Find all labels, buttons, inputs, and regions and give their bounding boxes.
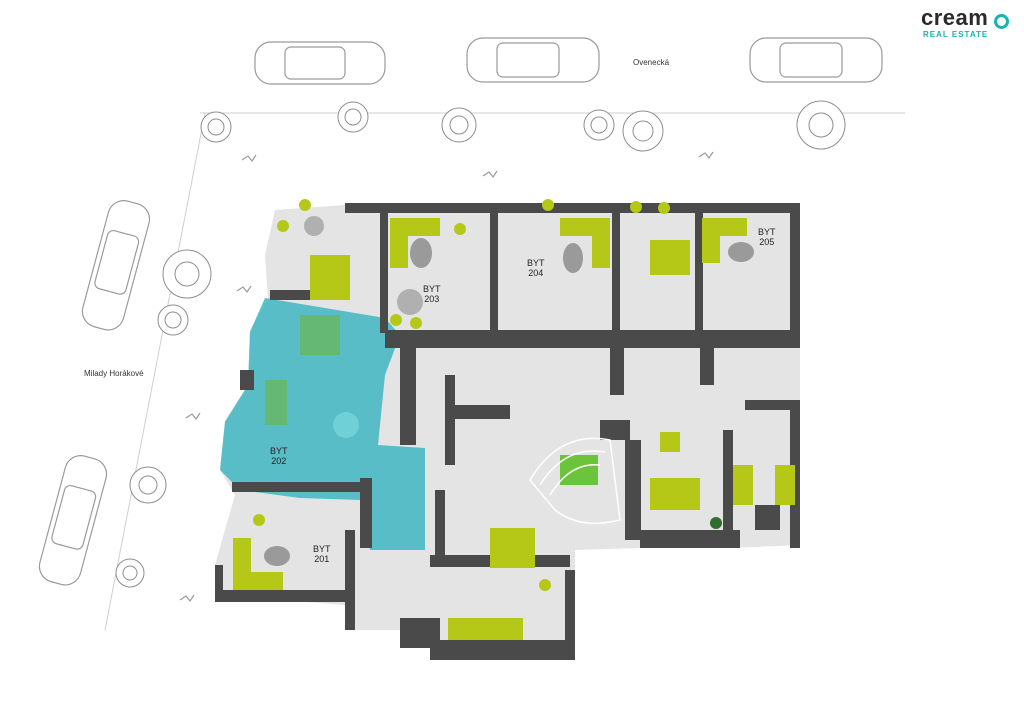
car-icon — [254, 41, 386, 85]
staircase — [529, 437, 621, 525]
plant-icon — [710, 517, 722, 529]
brand-dot-icon — [994, 14, 1009, 29]
car-icon — [81, 200, 151, 331]
brand-logo: cream REAL ESTATE — [921, 6, 1013, 42]
site-lines — [104, 112, 905, 631]
car-icon — [749, 37, 883, 83]
unit-label-205: BYT 205 — [758, 227, 776, 247]
unit-label-line1: BYT — [527, 258, 545, 268]
car-icon — [38, 455, 108, 586]
tree-icon — [115, 100, 846, 588]
street-north: Ovenecká — [633, 58, 670, 67]
unit-label-number: 202 — [271, 456, 287, 466]
unit-label-202: BYT 202 — [270, 446, 288, 466]
unit-label-number: 204 — [528, 268, 544, 278]
car-icon — [466, 37, 600, 83]
unit-label-line1: BYT — [758, 227, 776, 237]
unit-label-line1: BYT — [313, 544, 331, 554]
unit-label-number: 205 — [759, 237, 775, 247]
unit-label-line1: BYT — [423, 284, 441, 294]
walls — [215, 203, 800, 660]
unit-label-number: 201 — [314, 554, 330, 564]
brand-name: cream — [921, 5, 989, 30]
unit-label-line1: BYT — [270, 446, 288, 456]
bird-icon — [179, 151, 714, 603]
unit-label-201: BYT 201 — [313, 544, 331, 564]
brand-subtitle: REAL ESTATE — [923, 30, 989, 39]
unit-label-204: BYT 204 — [527, 258, 545, 278]
street-west: Milady Horákové — [84, 369, 144, 378]
unit-label-203: BYT 203 — [423, 284, 441, 304]
tables — [264, 216, 754, 566]
furniture — [233, 199, 795, 640]
unit-label-number: 203 — [424, 294, 440, 304]
